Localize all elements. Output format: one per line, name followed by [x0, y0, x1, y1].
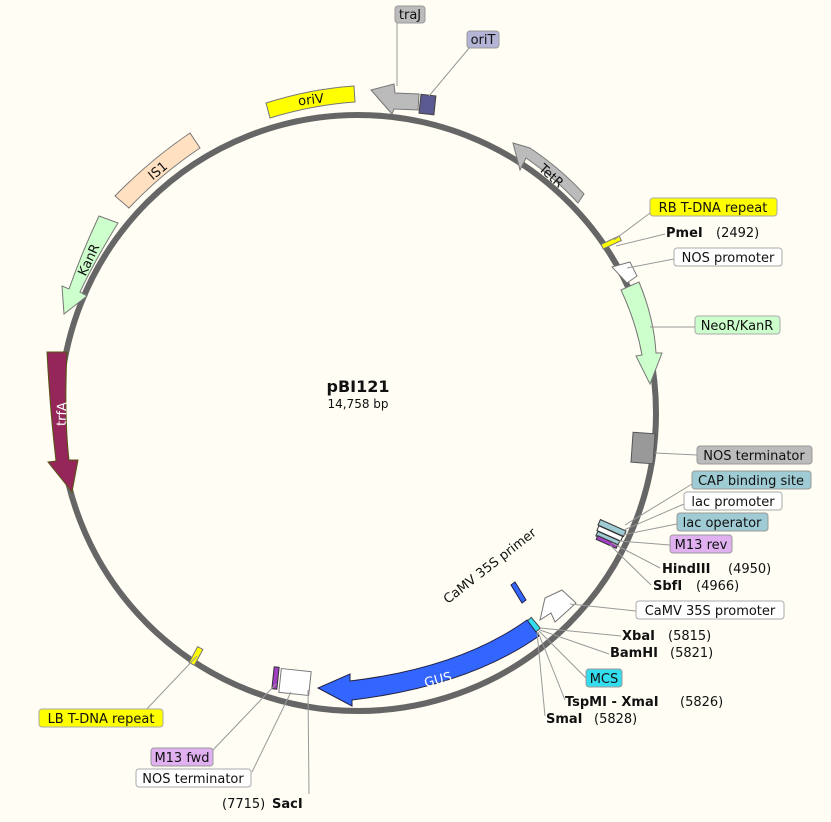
feature-oriV[interactable]: oriV: [265, 85, 356, 119]
feature-KanR[interactable]: KanR: [61, 215, 119, 315]
callout-cap-text: CAP binding site: [698, 474, 804, 489]
callout-rb-text: RB T-DNA repeat: [659, 201, 768, 216]
callout-lac-operator[interactable]: lac operator: [676, 512, 769, 532]
callout-neor-text: NeoR/KanR: [701, 319, 774, 334]
site-bamhi-enzyme: BamHI: [610, 646, 658, 661]
site-pmei[interactable]: PmeI (2492): [666, 226, 759, 241]
site-saci-enzyme: SacI: [272, 797, 303, 812]
callout-lb[interactable]: LB T-DNA repeat: [38, 708, 164, 728]
feature-nos-term-left[interactable]: [278, 667, 312, 697]
callout-traJ-text: traJ: [399, 8, 421, 23]
callout-m13-rev-text: M13 rev: [675, 538, 728, 553]
leader-lines: [142, 22, 698, 795]
callout-nos-promoter-text: NOS promoter: [682, 251, 775, 266]
site-smai-position: (5828): [594, 712, 637, 727]
site-pmei-enzyme: PmeI: [666, 226, 703, 241]
site-xbai-enzyme: XbaI: [622, 629, 655, 644]
callout-lac-promoter-text: lac promoter: [691, 495, 775, 510]
callout-m13-rev[interactable]: M13 rev: [669, 534, 733, 554]
site-smai[interactable]: SmaI (5828): [546, 712, 637, 727]
callout-traJ[interactable]: traJ: [394, 5, 426, 24]
feature-TetR[interactable]: TetR: [512, 142, 585, 204]
callout-lac-operator-text: lac operator: [683, 516, 762, 531]
site-tspmi[interactable]: TspMI - XmaI (5826): [565, 695, 723, 710]
plasmid-name: pBI121: [327, 377, 390, 396]
callout-camv-promoter[interactable]: CaMV 35S promoter: [635, 600, 785, 620]
site-pmei-position: (2492): [716, 226, 759, 241]
site-saci[interactable]: (7715) SacI: [222, 797, 303, 812]
callout-nos-term-right[interactable]: NOS terminator: [696, 445, 813, 465]
site-sbfi-position: (4966): [696, 579, 739, 594]
callout-camv-promoter-text: CaMV 35S promoter: [645, 604, 776, 619]
feature-traJ[interactable]: [370, 83, 420, 115]
feature-m13-fwd[interactable]: [271, 666, 280, 690]
callout-nos-term-left[interactable]: NOS terminator: [135, 768, 252, 788]
feature-camv-primer[interactable]: [510, 581, 527, 604]
site-tspmi-enzyme: TspMI - XmaI: [565, 695, 659, 710]
plasmid-backbone: [57, 112, 659, 714]
callout-mcs-text: MCS: [590, 672, 619, 687]
feature-label-oriV: oriV: [297, 91, 325, 109]
site-hindiii-position: (4950): [728, 562, 771, 577]
site-smai-enzyme: SmaI: [546, 712, 583, 727]
feature-trfA[interactable]: trfA: [46, 351, 79, 494]
feature-nos-term-right[interactable]: [630, 431, 656, 465]
callout-oriT[interactable]: oriT: [466, 30, 500, 49]
feature-camv-promoter[interactable]: [539, 589, 577, 623]
site-xbai[interactable]: XbaI (5815): [622, 629, 711, 644]
site-sbfi-enzyme: SbfI: [653, 579, 682, 594]
site-xbai-position: (5815): [668, 629, 711, 644]
camv-primer-label: CaMV 35S primer: [441, 525, 540, 607]
feature-rb[interactable]: [600, 235, 622, 250]
site-tspmi-position: (5826): [680, 695, 723, 710]
site-bamhi[interactable]: BamHI (5821): [610, 646, 713, 661]
feature-label-GUS: GUS: [423, 670, 454, 691]
feature-oriT[interactable]: [418, 93, 437, 116]
callout-m13-fwd-text: M13 fwd: [154, 751, 209, 766]
site-hindiii[interactable]: HindIII (4950): [662, 562, 771, 577]
feature-neor[interactable]: [620, 281, 663, 386]
callout-oriT-text: oriT: [471, 33, 496, 48]
callout-mcs[interactable]: MCS: [585, 668, 623, 688]
callout-nos-term-right-text: NOS terminator: [703, 449, 805, 464]
plasmid-size: 14,758 bp: [327, 397, 388, 411]
callout-nos-promoter[interactable]: NOS promoter: [673, 247, 783, 267]
callout-rb[interactable]: RB T-DNA repeat: [649, 197, 778, 217]
callout-lac-promoter[interactable]: lac promoter: [683, 491, 783, 511]
site-bamhi-position: (5821): [670, 646, 713, 661]
callout-lb-text: LB T-DNA repeat: [48, 712, 155, 727]
site-saci-position: (7715): [222, 797, 265, 812]
site-hindiii-enzyme: HindIII: [662, 562, 710, 577]
callout-nos-term-left-text: NOS terminator: [142, 772, 244, 787]
callout-cap[interactable]: CAP binding site: [691, 470, 812, 490]
feature-lac-cluster[interactable]: [595, 518, 627, 549]
callout-neor[interactable]: NeoR/KanR: [694, 315, 781, 335]
callout-m13-fwd[interactable]: M13 fwd: [150, 747, 214, 767]
feature-GUS[interactable]: GUS: [316, 619, 540, 707]
feature-label-trfA: trfA: [55, 402, 71, 427]
site-sbfi[interactable]: SbfI (4966): [653, 579, 739, 594]
